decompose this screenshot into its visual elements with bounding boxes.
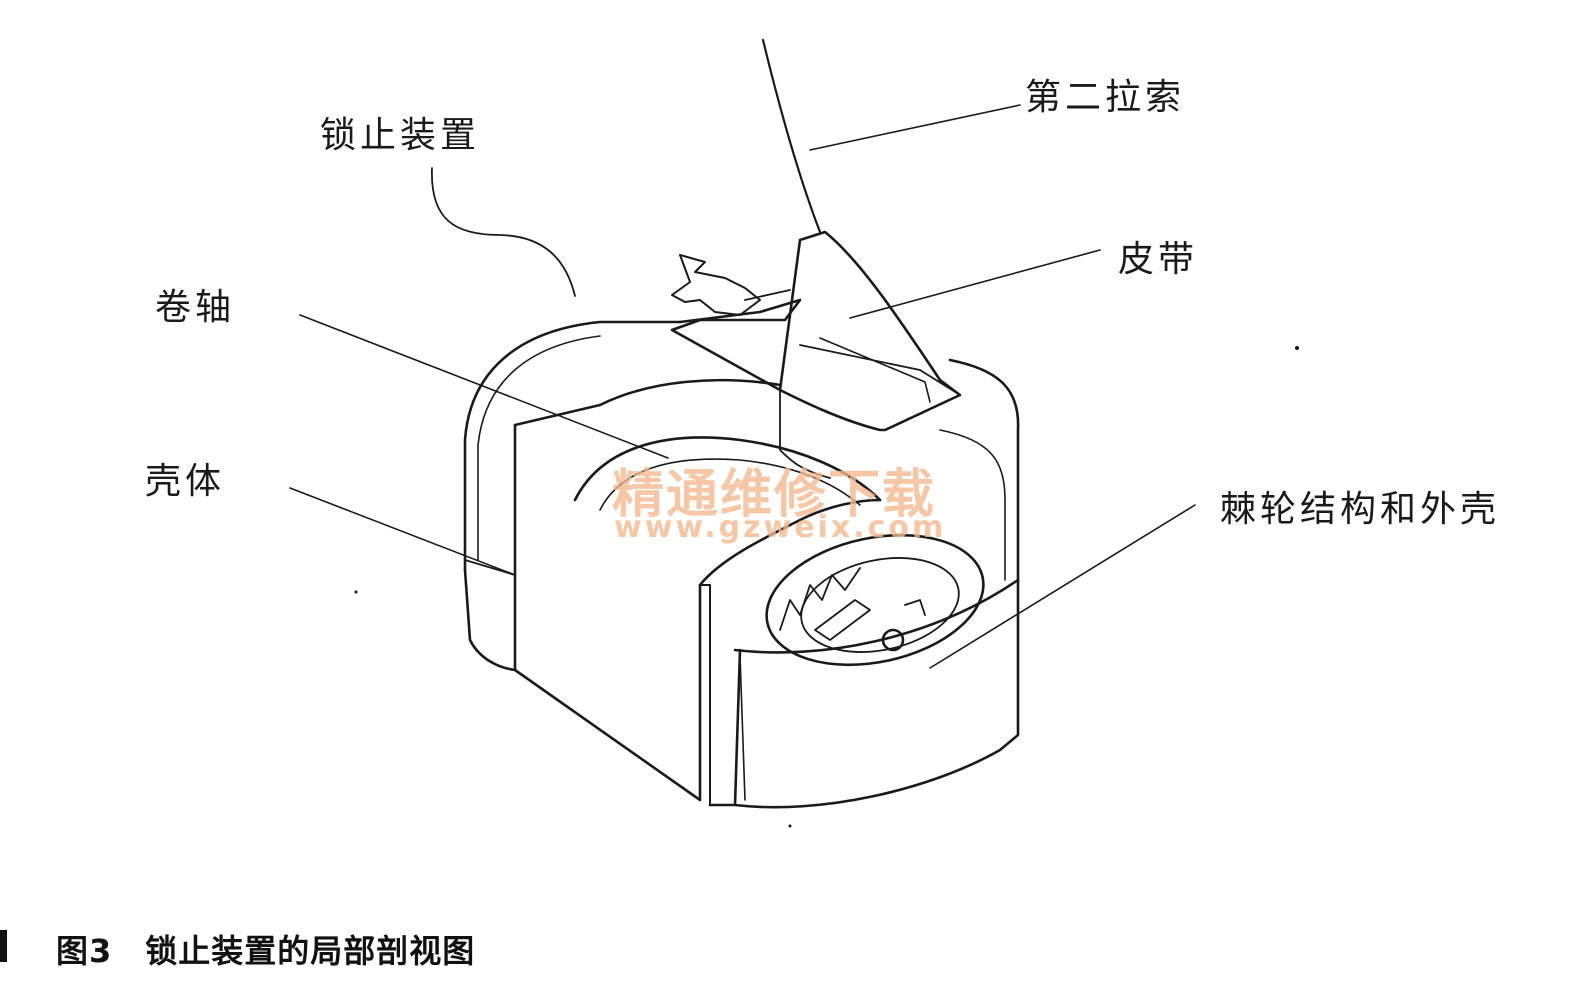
stray-dot (354, 590, 358, 594)
right-housing-top (948, 358, 1020, 582)
label-second-cable: 第二拉索 (1025, 77, 1186, 118)
lock-lever-link (744, 289, 791, 301)
ratchet-teeth (779, 567, 861, 631)
watermark-chinese: 精通维修下载 (612, 465, 937, 525)
right-housing-inner (939, 429, 1006, 581)
spool-inner-arc (599, 458, 861, 511)
label-belt: 皮带 (1118, 239, 1199, 280)
housing-back-inner-curve (477, 335, 601, 561)
block-front-left (513, 423, 702, 802)
figure-caption: 图3 锁止装置的局部剖视图 (56, 932, 476, 970)
second-cable-leader (809, 104, 1021, 151)
ratchet-hub (881, 628, 905, 652)
pawl (814, 599, 871, 641)
stray-dot (1295, 346, 1299, 350)
second-cable-line (761, 38, 822, 234)
label-spool: 卷轴 (155, 287, 236, 328)
top-plate (670, 298, 802, 392)
block-front-right (708, 578, 1020, 809)
pawl-pin (904, 599, 926, 616)
housing-leader (289, 487, 516, 576)
ratchet-leader (929, 504, 1196, 669)
ratchet-wheel-inner (800, 557, 960, 653)
stray-dot (788, 824, 792, 828)
front-right-inner-edge (739, 654, 746, 801)
spool-top-opening (598, 378, 782, 407)
front-right-panel-top (733, 578, 1020, 654)
caption-marker (0, 930, 7, 962)
housing-left-bottom (463, 568, 517, 672)
label-housing: 壳体 (145, 461, 226, 502)
belt-flap (778, 230, 962, 432)
ratchet-wheel-outer (765, 533, 985, 667)
belt-lower-part (779, 389, 831, 479)
lock-device-leader (431, 167, 576, 297)
belt-flap-slot (799, 344, 961, 396)
spool-cut-arc (573, 436, 882, 502)
spool-opening-edge (698, 498, 882, 587)
label-lock-device: 锁止装置 (320, 115, 481, 156)
housing-back-curve (463, 320, 682, 572)
watermark-url: www.gzweix.com (614, 510, 947, 545)
spool-leader (299, 314, 669, 459)
belt-leader (849, 249, 1101, 319)
label-ratchet: 棘轮结构和外壳 (1220, 489, 1501, 530)
block-vertical-edge-front (699, 584, 711, 806)
lock-lever (671, 254, 761, 316)
belt-flap-slot-2 (819, 337, 931, 403)
